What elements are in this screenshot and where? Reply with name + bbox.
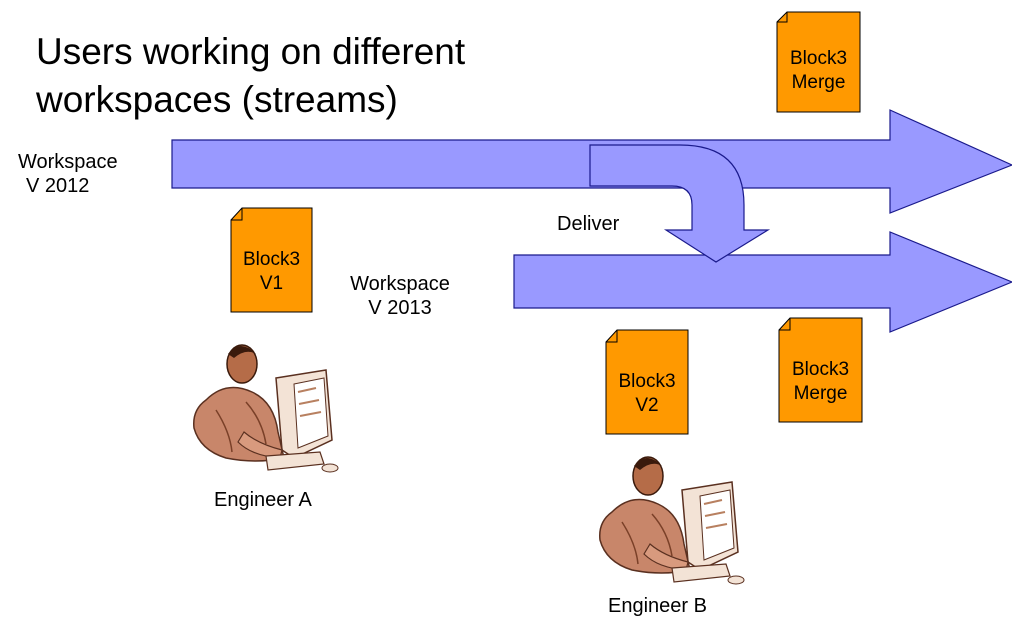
deliver-label: Deliver: [557, 213, 620, 235]
stream-label-2012-line2: V 2012: [26, 175, 90, 197]
document-label-merge-bottom: Block3 Merge: [779, 358, 862, 406]
stream-label-2012: Workspace V 2012: [18, 150, 118, 198]
engineer-b-icon: [599, 456, 745, 585]
document-label-v2-line1: Block3: [618, 371, 676, 392]
stream-arrow-2013: [513, 231, 1012, 333]
document-label-v1-line1: Block3: [242, 249, 301, 270]
document-block3-merge-top: [776, 11, 861, 113]
document-label-merge-top-line1: Block3: [789, 48, 848, 69]
engineer-b-label: Engineer B: [608, 595, 707, 617]
document-label-merge-top-line2: Merge: [791, 72, 846, 93]
document-block3-v1: [230, 207, 313, 313]
stream-label-2012-line1: Workspace: [18, 151, 118, 173]
stream-label-2013-line2: V 2013: [368, 297, 432, 319]
document-label-merge-bottom-line1: Block3: [791, 359, 850, 380]
title-line-2: workspaces (streams): [36, 79, 398, 120]
engineer-a-icon: [193, 344, 339, 473]
deliver-arrow: [589, 144, 771, 263]
title-line-1: Users working on different: [36, 31, 466, 72]
document-block3-v2: [605, 329, 689, 435]
document-label-merge-bottom-line2: Merge: [793, 383, 848, 404]
document-label-v2-line2: V2: [635, 395, 659, 416]
stream-label-2013-line1: Workspace: [350, 273, 450, 295]
document-label-v1: Block3 V1: [231, 248, 312, 296]
document-label-merge-top: Block3 Merge: [777, 47, 860, 95]
engineer-a-label: Engineer A: [214, 489, 312, 511]
stream-label-2013: Workspace V 2013: [336, 272, 464, 320]
document-block3-merge-bottom: [778, 317, 863, 423]
document-label-v1-line2: V1: [259, 273, 284, 294]
diagram-title: Users working on different workspaces (s…: [36, 28, 465, 124]
document-label-v2: Block3 V2: [606, 370, 688, 418]
